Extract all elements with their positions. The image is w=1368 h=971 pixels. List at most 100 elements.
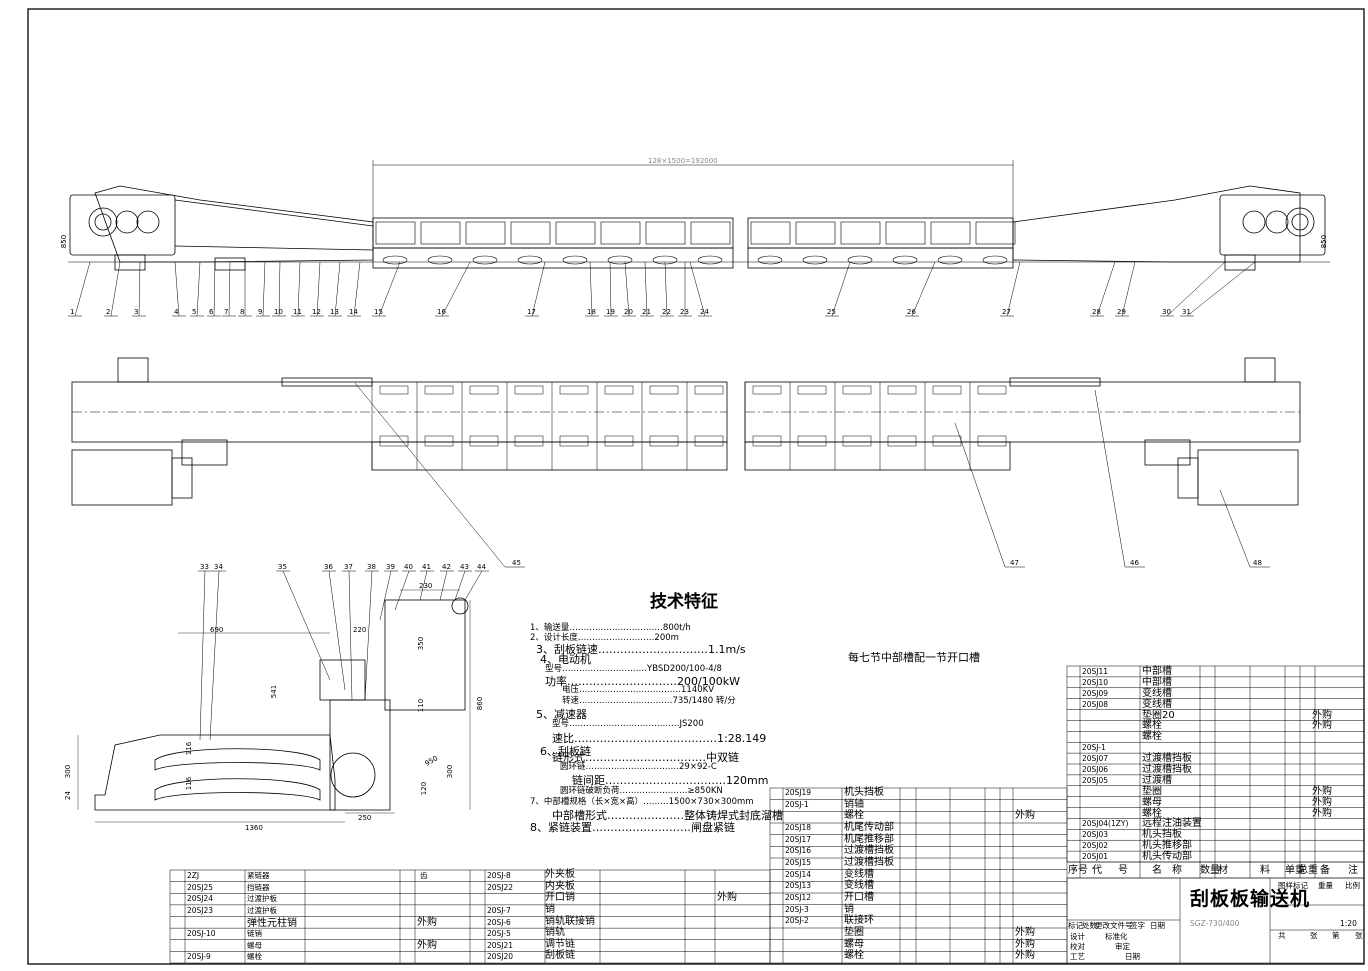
callout-27: 27 — [1002, 308, 1011, 316]
callout-6: 6 — [209, 308, 214, 316]
section-dim-24: 24 — [63, 791, 72, 800]
title-block-label-2: 更改文件号 — [1095, 921, 1133, 930]
bom-right-name-3: 变线槽 — [1142, 698, 1172, 710]
bom-bottom-c1-name-1: 挡链器 — [247, 882, 270, 892]
bom-mid-code-3: 20SJ18 — [785, 823, 812, 832]
title-block-label-5: 设计 — [1070, 932, 1085, 941]
callout-25: 25 — [827, 308, 836, 316]
callout-48: 48 — [1253, 559, 1262, 567]
bom-bottom-c1-name-6: 螺母 — [247, 940, 262, 950]
bom-bottom-c1-note-4: 外购 — [417, 916, 437, 928]
bom-bottom-c2-name-0: 外夹板 — [545, 869, 575, 880]
bom-mid-name-12: 垫圈 — [844, 927, 864, 938]
title-block-label-1: 处数 — [1082, 921, 1097, 930]
bom-mid-note-13: 外购 — [1015, 938, 1035, 950]
elevation-pan-details — [375, 221, 1016, 265]
callout-leaders-bottom — [354, 382, 1270, 568]
bom-right-name-4: 垫圈20 — [1142, 709, 1175, 721]
tech-spec-line-0: 1、输送量……………………………800t/h — [530, 623, 691, 633]
bom-mid-note-12: 外购 — [1015, 927, 1035, 938]
bom-right-header-8: 单重 — [1285, 865, 1305, 876]
note-open-trough: 每七节中部槽配一节开口槽 — [848, 651, 980, 664]
bom-mid-name-4: 机尾推移部 — [844, 833, 894, 845]
section-callout-35: 35 — [278, 563, 287, 571]
section-leaders — [198, 570, 489, 741]
bom-mid-note-14: 外购 — [1015, 950, 1035, 962]
bom-mid-name-6: 过渡槽挡板 — [844, 857, 894, 868]
tech-spec-line-11: 6、刮板链 — [540, 745, 591, 758]
bom-right-header-3: 名 — [1152, 865, 1162, 876]
title-block-label-10: 日期 — [1125, 952, 1140, 961]
callout-4: 4 — [174, 308, 179, 316]
bom-bottom-c2-code-4: 20SJ-6 — [487, 917, 511, 927]
bom-bottom-c1-code-1: 20SJ25 — [187, 882, 214, 892]
bom-bottom-c1-name-0: 紧链器 — [247, 871, 270, 880]
tech-spec-line-6: 电压………………………………1140KV — [562, 685, 715, 695]
bom-right-code-14: 20SJ04(1ZY) — [1082, 819, 1129, 829]
section-dim-220: 220 — [353, 626, 367, 634]
bom-right-code-17: 20SJ01 — [1082, 852, 1109, 862]
callout-47: 47 — [1010, 559, 1019, 567]
bom-bottom-c1-name-5: 链销 — [247, 929, 262, 939]
drawing-border — [27, 8, 1365, 965]
bom-right-name-14: 远程注油装置 — [1142, 818, 1202, 830]
drawing-title: 刮板板输送机 — [1190, 888, 1311, 910]
section-callout-33: 33 — [200, 563, 209, 571]
title-block-label-15: 张 — [1310, 931, 1318, 940]
bom-mid-name-10: 销 — [844, 903, 854, 915]
bom-bottom-c2-name-3: 销 — [545, 903, 555, 915]
bom-bottom-c2-name-1: 内夹板 — [545, 880, 575, 892]
bom-right-code-8: 20SJ07 — [1082, 754, 1109, 764]
bom-tables-grid — [169, 665, 1365, 964]
bom-right-header-5: 数量 — [1200, 865, 1220, 876]
section-view — [77, 589, 471, 823]
bom-mid-code-1: 20SJ-1 — [785, 799, 809, 809]
title-block-label-12: 重量 — [1318, 881, 1333, 890]
bom-bottom-c1-code-5: 20SJ-10 — [187, 929, 216, 939]
callout-31: 31 — [1182, 308, 1191, 316]
bom-bottom-c2-code-6: 20SJ21 — [487, 940, 514, 950]
tech-spec-line-9: 型号…………………………………JS200 — [552, 719, 704, 729]
section-dim-860: 860 — [476, 696, 485, 711]
height-dim-left: 850 — [60, 234, 69, 249]
section-dim-350: 350 — [417, 636, 426, 651]
bom-right-header-11: 注 — [1348, 865, 1358, 876]
bom-bottom-first-label: 齿 — [420, 871, 428, 880]
bom-mid-name-14: 螺栓 — [844, 950, 864, 962]
bom-right-name-9: 过渡槽挡板 — [1142, 764, 1192, 775]
bom-right-header-6: 材 — [1218, 865, 1228, 876]
bom-mid-code-0: 20SJ19 — [785, 788, 812, 797]
section-callout-44: 44 — [477, 563, 486, 571]
section-callout-41: 41 — [422, 563, 431, 571]
bom-bottom-c1-note-6: 外购 — [417, 939, 437, 951]
callout-14: 14 — [349, 308, 358, 316]
bom-mid-code-8: 20SJ13 — [785, 881, 812, 891]
bom-bottom-c2-name-6: 调节链 — [545, 938, 575, 950]
section-callout-42: 42 — [442, 563, 451, 571]
callout-17: 17 — [527, 308, 536, 316]
section-dim-110: 110 — [417, 698, 426, 713]
bom-right-note-5: 外购 — [1312, 720, 1332, 732]
tech-spec-line-2: 3、刮板链速…………………………1.1m/s — [536, 643, 746, 656]
bom-mid-code-4: 20SJ17 — [785, 834, 812, 844]
drawing-number: SGZ-730/400 — [1190, 919, 1240, 928]
elevation-view — [68, 160, 1330, 271]
bom-mid-name-8: 变线槽 — [844, 880, 874, 892]
section-dim-120: 120 — [420, 781, 429, 796]
plan-segments — [371, 382, 1007, 470]
bom-mid-name-0: 机头挡板 — [844, 787, 884, 798]
callout-45: 45 — [512, 559, 521, 567]
bom-right-name-17: 机头传动部 — [1142, 851, 1192, 863]
callout-26: 26 — [907, 308, 916, 316]
bom-bottom-c1-name-2: 过渡护板 — [247, 894, 277, 904]
bom-bottom-c2-code-1: 20SJ22 — [487, 882, 514, 892]
section-dim-116-a: 116 — [185, 741, 194, 756]
bom-bottom-c2-name-4: 销轨联接销 — [545, 915, 595, 927]
callout-9: 9 — [258, 308, 263, 316]
section-dim-300-left: 300 — [64, 764, 73, 779]
callout-leaders-top — [68, 261, 1256, 317]
callout-1: 1 — [70, 308, 75, 316]
bom-right-code-0: 20SJ11 — [1082, 667, 1109, 676]
callout-24: 24 — [700, 308, 709, 316]
callout-20: 20 — [624, 308, 633, 316]
